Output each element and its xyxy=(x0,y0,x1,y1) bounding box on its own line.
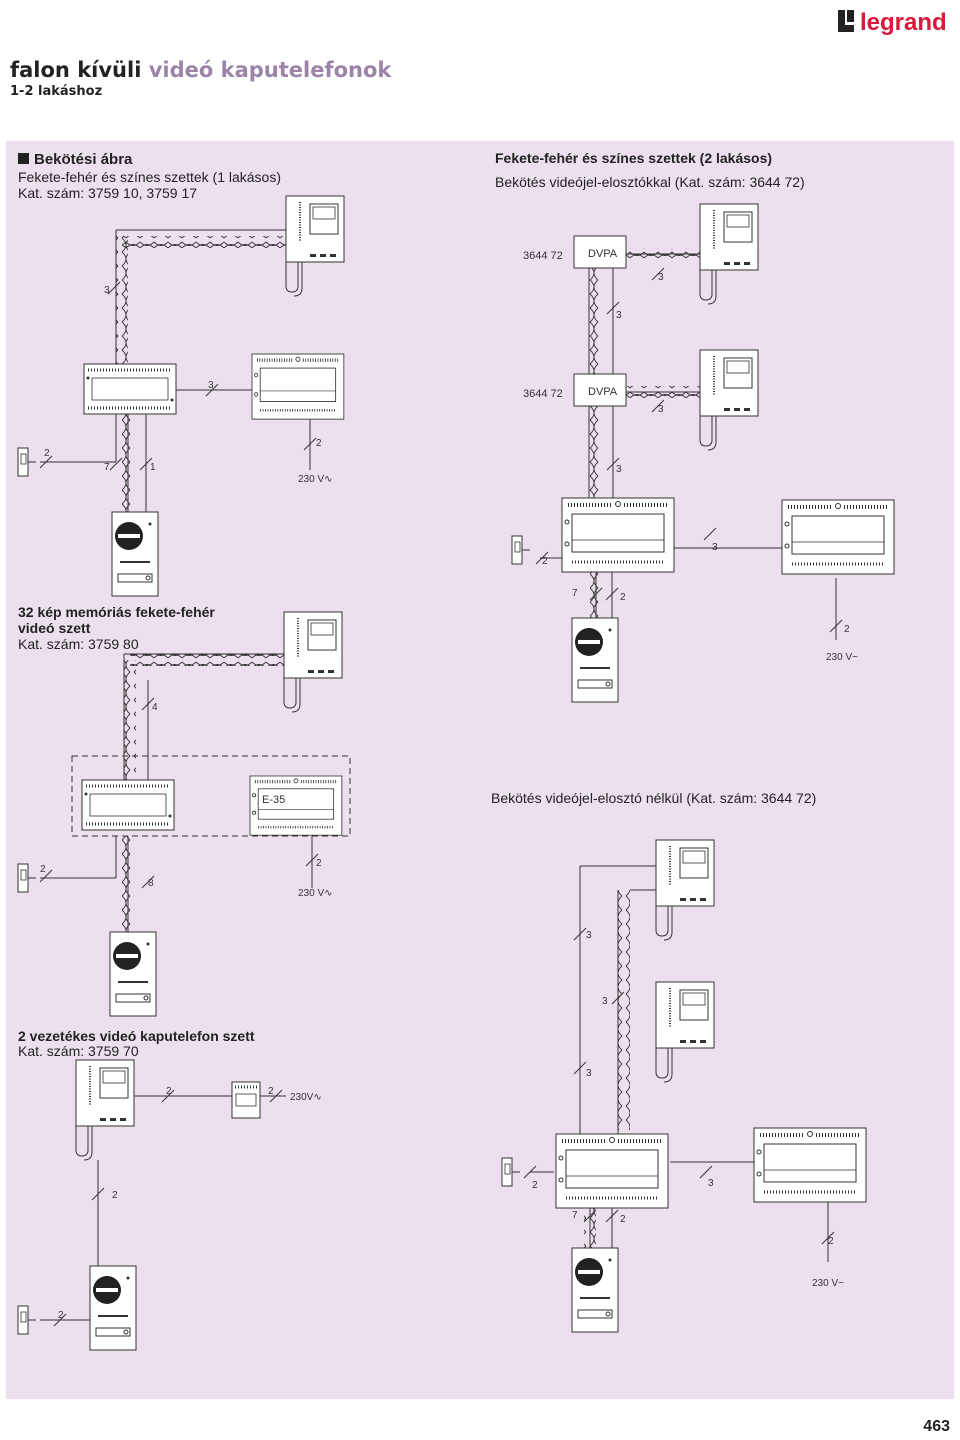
page-title: falon kívüli videó kaputelefonok xyxy=(10,58,391,82)
s2-w3c: 3 xyxy=(658,404,664,415)
s3-w8: 8 xyxy=(148,878,154,889)
s4-w3a: 3 xyxy=(586,930,592,941)
s4-w2b: 2 xyxy=(620,1214,626,1225)
ac-wave-icon: ∿ xyxy=(313,1092,322,1103)
s4-monitor-1 xyxy=(655,839,715,941)
s2-dvpa1-cat: 3644 72 xyxy=(523,250,563,262)
s5-cat: Kat. szám: 3759 70 xyxy=(18,1043,139,1059)
s5-w2b: 2 xyxy=(268,1086,274,1097)
s2-w2b: 2 xyxy=(620,592,626,603)
s1-heading: Bekötési ábra xyxy=(18,152,132,168)
s3-w2a: 2 xyxy=(40,864,46,875)
s2-power-supply xyxy=(780,498,896,576)
s5-w2d: 2 xyxy=(58,1310,64,1321)
s3-heading2: videó szett xyxy=(18,620,91,636)
s5-door-lock xyxy=(17,1305,37,1335)
s5-power: 230V∿ xyxy=(290,1092,322,1103)
s4-w7: 7 xyxy=(572,1210,578,1221)
s5-heading: 2 vezetékes videó kaputelefon szett xyxy=(18,1028,255,1044)
s1-monitor xyxy=(285,195,345,297)
s2-heading: Fekete-fehér és színes szettek (2 lakáso… xyxy=(495,150,773,166)
s1-door-lock xyxy=(17,447,37,477)
s1-power: 230 V∿ xyxy=(298,474,333,485)
s3-module-label: E-35 xyxy=(262,794,286,806)
s1-wire-2a: 2 xyxy=(44,448,50,459)
twisted-pair-s1-top xyxy=(122,236,300,248)
s2-dvpa-2 xyxy=(573,373,627,407)
s2-w3e: 3 xyxy=(712,542,718,553)
logo-mark-bottom xyxy=(838,25,854,32)
bullet-square-icon xyxy=(18,153,29,164)
s2-door-lock xyxy=(511,535,531,565)
s2-power: 230 V~ xyxy=(826,652,858,663)
s1-outdoor-panel xyxy=(111,511,159,597)
s1-wire-3: 3 xyxy=(104,285,110,296)
page-title-highlight: videó kaputelefonok xyxy=(148,58,392,82)
page-title-main: falon kívüli xyxy=(10,58,142,82)
s4-w2a: 2 xyxy=(532,1180,538,1191)
s4-w3c: 3 xyxy=(586,1068,592,1079)
s1-line2: Kat. szám: 3759 10, 3759 17 xyxy=(18,185,198,201)
s2-w3b: 3 xyxy=(616,310,622,321)
s2-dvpa2-cat: 3644 72 xyxy=(523,388,563,400)
s4-w3d: 3 xyxy=(708,1178,714,1189)
s2-w7: 7 xyxy=(572,588,578,599)
page-subtitle: 1-2 lakáshoz xyxy=(10,84,103,99)
s1-wire-1: 1 xyxy=(150,462,156,473)
s1-wire-7: 7 xyxy=(104,462,110,473)
s4-monitor-2 xyxy=(655,981,715,1083)
s2-w2c: 2 xyxy=(844,624,850,635)
s4-w3b: 3 xyxy=(602,996,608,1007)
s4-power-supply xyxy=(752,1126,868,1204)
s5-w2c: 2 xyxy=(112,1190,118,1201)
s4-outdoor-panel xyxy=(571,1247,619,1333)
s2-outdoor-panel xyxy=(571,617,619,703)
s3-heading: 32 kép memóriás fekete-fehér xyxy=(18,604,215,620)
s1-distributor xyxy=(82,362,178,416)
s2-dvpa-1 xyxy=(573,235,627,269)
ac-wave-icon: ∿ xyxy=(324,474,333,485)
s3-distributor xyxy=(80,778,176,832)
s5-outdoor-panel xyxy=(89,1265,137,1351)
s3-cat: Kat. szám: 3759 80 xyxy=(18,636,139,652)
logo-text: legrand xyxy=(860,9,947,36)
s1-wire-2b: 2 xyxy=(316,438,322,449)
twisted-pair-s1-left xyxy=(116,236,128,366)
s4-w2c: 2 xyxy=(828,1236,834,1247)
page-number: 463 xyxy=(923,1418,950,1435)
s2-distributor xyxy=(560,496,676,574)
s2-monitor-1 xyxy=(699,203,759,305)
legrand-logo: legrand xyxy=(838,9,947,36)
logo-mark-right xyxy=(847,10,854,22)
logo-mark-left xyxy=(838,10,845,32)
s2-monitor-2 xyxy=(699,349,759,451)
s3-power: 230 V∿ xyxy=(298,888,333,899)
s2-w3a: 3 xyxy=(658,272,664,283)
s1-power-supply xyxy=(250,352,346,421)
s2-w3d: 3 xyxy=(616,464,622,475)
s3-w4: 4 xyxy=(152,702,158,713)
s2-w2a: 2 xyxy=(542,556,548,567)
s4-power: 230 V~ xyxy=(812,1278,844,1289)
s4-door-lock xyxy=(501,1157,521,1187)
s4-distributor xyxy=(554,1132,670,1210)
s3-outdoor-panel xyxy=(109,931,157,1017)
s1-wire-3b: 3 xyxy=(208,380,214,391)
ac-wave-icon: ∿ xyxy=(324,888,333,899)
s5-monitor xyxy=(75,1059,135,1161)
s5-power-supply xyxy=(231,1081,261,1119)
s3-monitor xyxy=(283,611,343,713)
s3-door-lock xyxy=(17,863,37,893)
s2-subheading: Bekötés videójel-elosztókkal (Kat. szám:… xyxy=(495,174,805,190)
s2-dvpa1-label: DVPA xyxy=(588,248,618,260)
s5-w2a: 2 xyxy=(166,1086,172,1097)
s1-line1: Fekete-fehér és színes szettek (1 lakáso… xyxy=(18,169,281,185)
s2-dvpa2-label: DVPA xyxy=(588,386,618,398)
s4-heading: Bekötés videójel-elosztó nélkül (Kat. sz… xyxy=(491,790,817,806)
s3-w2b: 2 xyxy=(316,858,322,869)
